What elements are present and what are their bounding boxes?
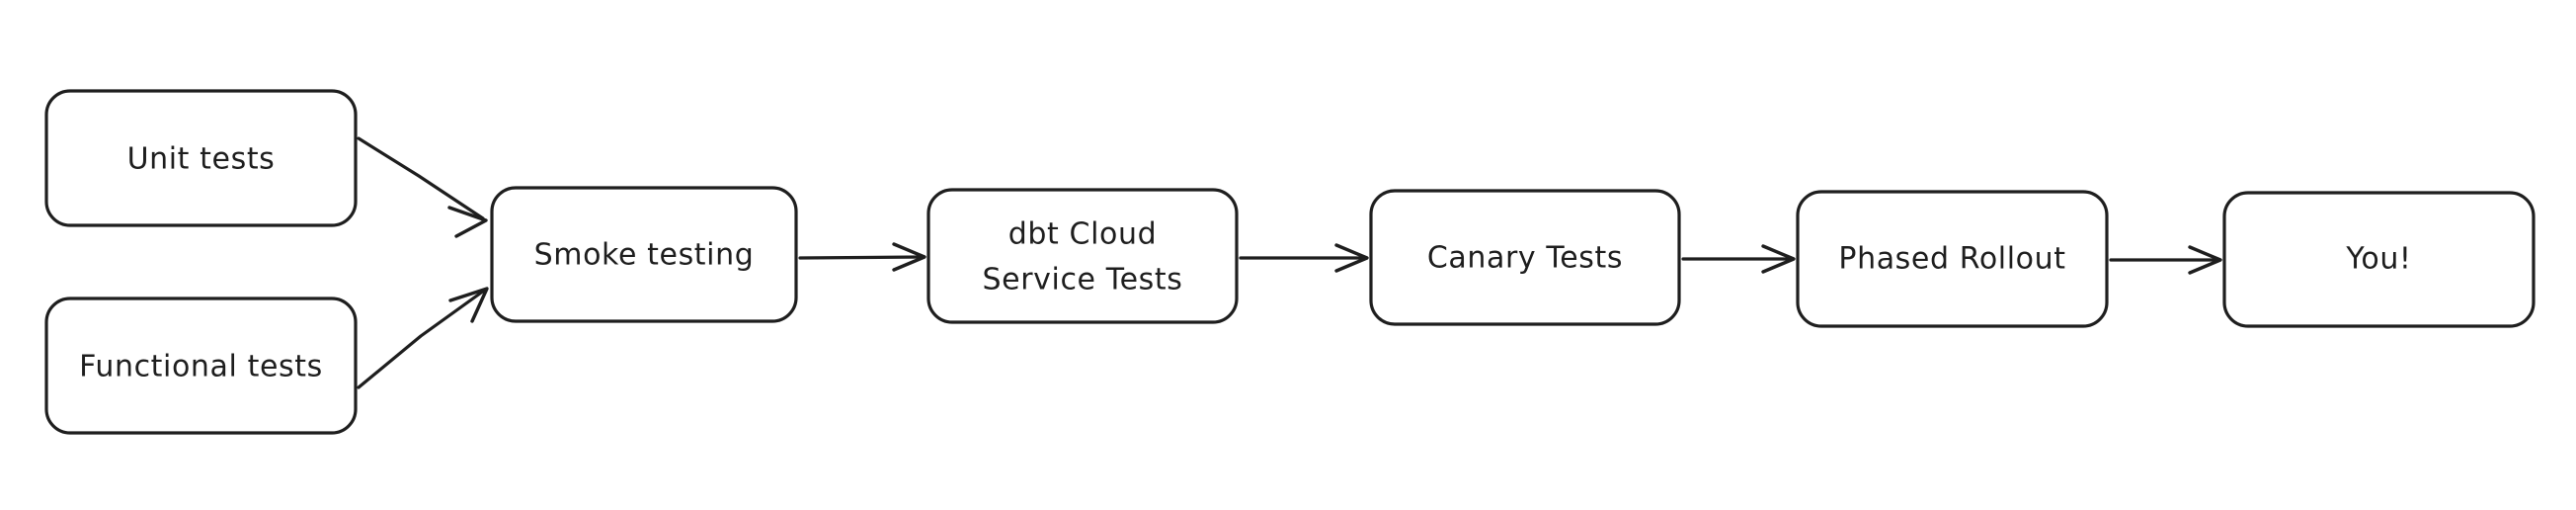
node-unit-tests-shape — [44, 89, 358, 227]
edge-canary-to-phased[interactable] — [1681, 244, 1796, 274]
node-smoke-testing-label: Smoke testing — [534, 238, 755, 273]
edge-smoke-to-dbt[interactable] — [798, 242, 926, 272]
node-you-label: You! — [2345, 242, 2411, 277]
node-you-shape — [2222, 191, 2536, 328]
node-canary-tests[interactable]: Canary Tests — [1369, 189, 1681, 326]
node-smoke-testing[interactable]: Smoke testing — [490, 186, 798, 323]
node-functional-tests-shape — [44, 297, 358, 435]
edge-unit-to-smoke-line — [357, 136, 485, 220]
edge-smoke-to-dbt-line — [798, 255, 925, 260]
node-phased-rollout-label: Phased Rollout — [1838, 242, 2065, 277]
edge-phased-to-you[interactable] — [2109, 245, 2222, 275]
node-phased-rollout-shape — [1796, 190, 2109, 328]
node-smoke-testing-shape — [490, 186, 798, 323]
nodes-layer: Unit tests Functional tests Smoke testin… — [44, 89, 2536, 435]
edge-smoke-to-dbt-arrowhead-icon — [892, 242, 926, 272]
node-dbt-cloud-service-tests-label-line2: Service Tests — [983, 263, 1183, 298]
node-unit-tests[interactable]: Unit tests — [44, 89, 358, 227]
edge-unit-to-smoke-arrowhead-icon — [447, 206, 488, 238]
edges-layer — [357, 136, 2222, 389]
node-phased-rollout[interactable]: Phased Rollout — [1796, 190, 2109, 328]
node-canary-tests-label: Canary Tests — [1427, 241, 1623, 276]
edge-canary-to-phased-arrowhead-icon — [1761, 244, 1796, 274]
edge-unit-to-smoke[interactable] — [357, 136, 488, 238]
node-dbt-cloud-service-tests-shape — [926, 188, 1239, 324]
node-dbt-cloud-service-tests-label-line1: dbt Cloud — [1008, 217, 1157, 252]
node-functional-tests[interactable]: Functional tests — [44, 297, 358, 435]
node-you[interactable]: You! — [2222, 191, 2536, 328]
edge-functional-to-smoke[interactable] — [357, 287, 489, 389]
edge-dbt-to-canary-arrowhead-icon — [1334, 243, 1369, 273]
edge-dbt-to-canary[interactable] — [1239, 243, 1369, 273]
edge-phased-to-you-arrowhead-icon — [2188, 245, 2222, 275]
node-functional-tests-label: Functional tests — [79, 350, 323, 384]
node-unit-tests-label: Unit tests — [127, 142, 276, 177]
edge-functional-to-smoke-arrowhead-icon — [448, 287, 489, 323]
edge-functional-to-smoke-line — [357, 289, 486, 389]
node-dbt-cloud-service-tests[interactable]: dbt Cloud Service Tests — [926, 188, 1239, 324]
node-canary-tests-shape — [1369, 189, 1681, 326]
